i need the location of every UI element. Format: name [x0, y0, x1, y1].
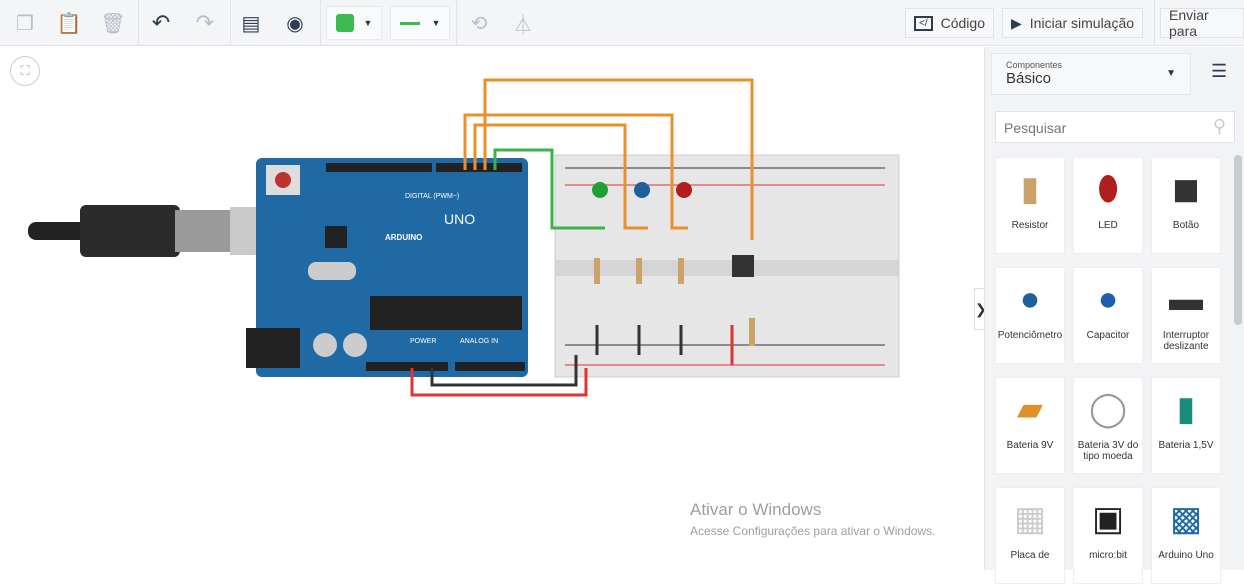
components-panel: Componentes Básico ▼ ☰ Pesquisar⚲ ▮ Resis…: [984, 47, 1244, 584]
mirror-icon[interactable]: ⏃: [513, 14, 533, 37]
component-label: Arduino Uno: [1158, 550, 1214, 561]
led-red[interactable]: [676, 182, 692, 198]
breadboard-icon: ▦: [1013, 500, 1047, 538]
resistors[interactable]: [594, 258, 755, 346]
microbit-icon: ▣: [1091, 500, 1125, 538]
model-label: UNO: [444, 211, 475, 227]
coin-battery-icon: ◯: [1088, 390, 1128, 428]
slide-switch-icon: ▬: [1169, 279, 1203, 318]
wire-icon: [399, 21, 420, 25]
component-label: Placa de: [1010, 550, 1050, 561]
start-simulation-button[interactable]: ▶Iniciar simulação: [1002, 8, 1144, 38]
component-card[interactable]: ▮ Resistor: [995, 157, 1065, 254]
search-icon: ⚲: [1212, 116, 1226, 136]
capacitor-icon: ●: [1097, 279, 1119, 318]
component-card[interactable]: ▰ Bateria 9V: [995, 377, 1065, 474]
circuit: DIGITAL (PWM~) ARDUINO UNO POWER ANALOG …: [28, 78, 900, 397]
chevron-down-icon: ▼: [1166, 68, 1176, 79]
wire-type-picker[interactable]: ▼: [390, 6, 450, 40]
component-label: Bateria 3V do tipo moeda: [1077, 440, 1139, 462]
component-label: LED: [1098, 220, 1118, 231]
chevron-down-icon: ▼: [363, 18, 373, 28]
circuit-canvas[interactable]: ⛶ DIGITAL (PWM~) ARDUINO UNO POWER ANALO…: [0, 47, 987, 570]
resistor-icon: ▮: [1020, 170, 1040, 208]
battery-9v-icon: ▰: [1016, 390, 1044, 428]
wires[interactable]: [410, 78, 754, 397]
component-label: Resistor: [1011, 220, 1049, 231]
send-to-button[interactable]: Enviar para: [1160, 7, 1244, 39]
component-card[interactable]: ▦ Placa de: [995, 487, 1065, 584]
led-green[interactable]: [592, 182, 608, 198]
color-picker[interactable]: ▼: [326, 6, 382, 40]
component-card[interactable]: ▮ Bateria 1,5V: [1151, 377, 1221, 474]
component-card[interactable]: ▩ Arduino Uno: [1151, 487, 1221, 584]
component-label: Botão: [1172, 220, 1200, 231]
component-card[interactable]: ▬ Interruptor deslizante: [1151, 267, 1221, 364]
component-card[interactable]: ● Capacitor: [1073, 267, 1143, 364]
component-label: Potenciômetro: [997, 330, 1063, 341]
breadboard[interactable]: [554, 154, 900, 378]
component-label: Bateria 9V: [1006, 440, 1054, 451]
arduino-uno-board[interactable]: DIGITAL (PWM~) ARDUINO UNO POWER ANALOG …: [246, 158, 528, 377]
trash-icon[interactable]: 🗑: [100, 12, 126, 35]
component-card[interactable]: ◼ Botão: [1151, 157, 1221, 254]
pushbutton[interactable]: [732, 255, 754, 277]
view-notes-icon[interactable]: ◉: [286, 12, 304, 35]
component-card[interactable]: ◯ Bateria 3V do tipo moeda: [1073, 377, 1143, 474]
copy-icon[interactable]: ❐: [16, 12, 34, 35]
pushbutton-icon: ◼: [1171, 170, 1201, 208]
component-label: Bateria 1,5V: [1158, 440, 1214, 451]
notes-icon[interactable]: ▤: [241, 12, 261, 35]
undo-icon[interactable]: ↶: [151, 10, 171, 35]
power-label: POWER: [410, 338, 436, 345]
brand-label: ARDUINO: [385, 233, 422, 242]
component-label: Interruptor deslizante: [1162, 330, 1210, 352]
color-swatch: [335, 14, 354, 32]
led-icon: ⬮: [1097, 169, 1119, 208]
redo-icon[interactable]: ↷: [195, 10, 215, 35]
fit-view-icon[interactable]: ⛶: [10, 56, 40, 86]
component-card[interactable]: ⬮ LED: [1073, 157, 1143, 254]
toolbar: ❐ 📋 🗑 ↶ ↷ ▤ ◉ ▼ ▼ ⟲ ⏃ </Código ▶Iniciar …: [0, 0, 1244, 46]
code-icon: </: [914, 15, 933, 31]
component-card[interactable]: ▣ micro:bit: [1073, 487, 1143, 584]
paste-icon[interactable]: 📋: [56, 12, 82, 35]
code-button[interactable]: </Código: [905, 8, 994, 38]
battery-aa-icon: ▮: [1176, 390, 1196, 428]
components-category-select[interactable]: Componentes Básico ▼: [991, 53, 1191, 95]
component-label: Capacitor: [1086, 330, 1130, 341]
digital-label: DIGITAL (PWM~): [405, 193, 459, 200]
arduino-icon: ▩: [1169, 500, 1203, 538]
led-blue[interactable]: [634, 182, 650, 198]
windows-watermark: Ativar o Windows Acesse Configurações pa…: [690, 500, 936, 538]
scrollbar[interactable]: [1234, 155, 1242, 325]
rotate-icon[interactable]: ⟲: [470, 12, 488, 35]
list-view-icon[interactable]: ☰: [1211, 61, 1228, 81]
analog-label: ANALOG IN: [460, 338, 498, 345]
component-label: micro:bit: [1089, 550, 1127, 561]
play-icon: ▶: [1011, 14, 1022, 31]
chevron-down-icon: ▼: [431, 18, 441, 28]
component-card[interactable]: ● Potenciômetro: [995, 267, 1065, 364]
search-input[interactable]: Pesquisar⚲: [995, 111, 1235, 143]
potentiometer-icon: ●: [1019, 279, 1041, 318]
